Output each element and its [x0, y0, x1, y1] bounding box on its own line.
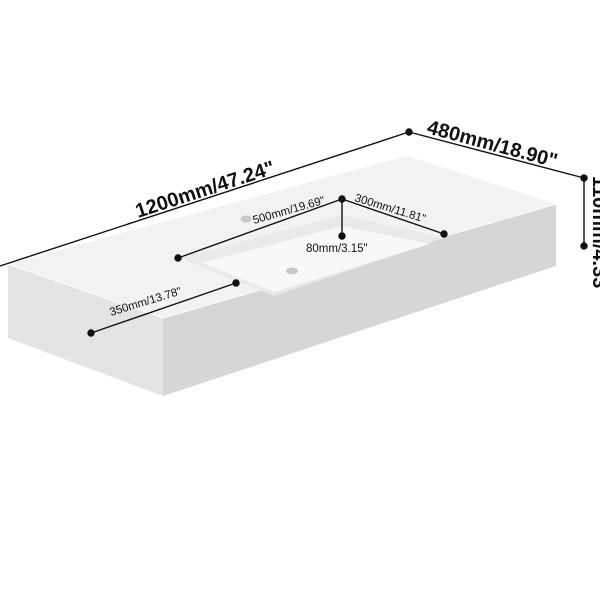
dimension-lines: [0, 128, 588, 337]
faucet-hole: [240, 215, 252, 223]
depth-dimension-line: [408, 131, 585, 179]
basin-floor: [202, 226, 430, 292]
height-label: 110mm/4.33": [588, 176, 600, 298]
slab-front-face: [8, 264, 163, 396]
basin-offset-dimension-end: [232, 279, 240, 287]
basin-depth-label: 80mm/3.15": [306, 243, 368, 255]
slab-front-edge: [7, 263, 164, 319]
drain-hole: [286, 267, 298, 275]
basin: [180, 215, 444, 296]
length-dimension-line: [0, 131, 410, 267]
basin-length-dimension-start: [174, 254, 182, 262]
depth-label: 480mm/18.90": [425, 117, 560, 173]
slab-side-face: [163, 204, 556, 396]
basin-offset-dimension-line: [90, 282, 237, 334]
basin-width-dimension-line: [341, 198, 445, 235]
basin-offset-dimension-start: [87, 329, 95, 337]
basin-length-dimension-line: [177, 198, 343, 259]
basin-width-dimension-end: [440, 230, 448, 238]
basin-depth-dimension-end: [338, 232, 346, 240]
height-dimension-end: [580, 242, 588, 250]
